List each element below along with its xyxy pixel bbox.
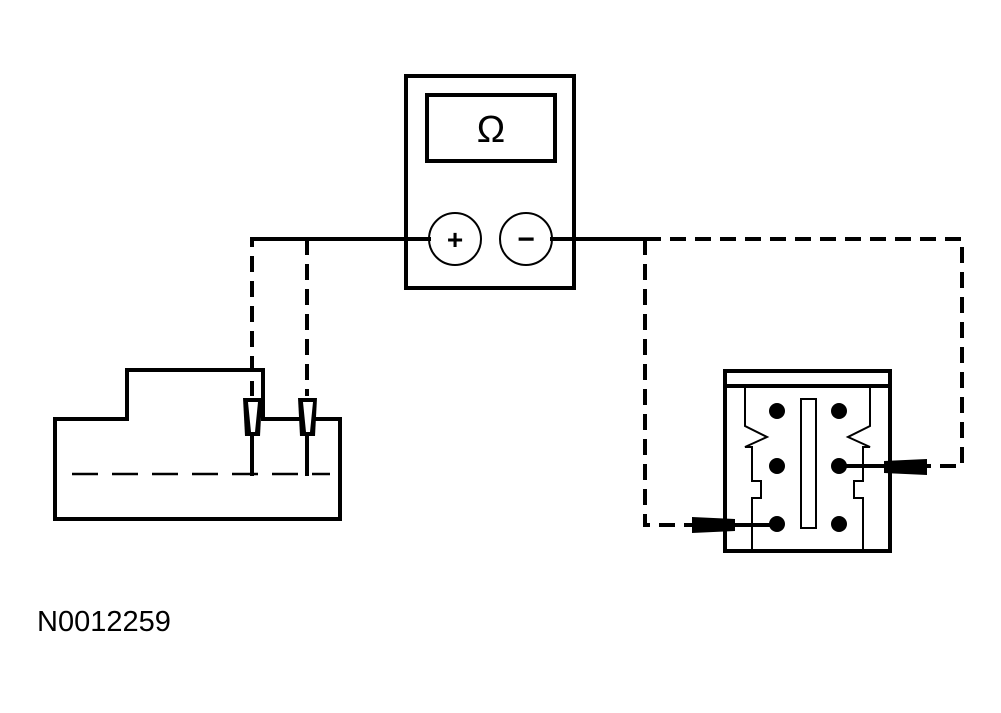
relay-pin bbox=[769, 458, 785, 474]
relay-connector bbox=[692, 369, 927, 553]
negative-terminal-label: − bbox=[517, 223, 535, 256]
relay-right-latch bbox=[845, 386, 871, 551]
dashed-wire-left-outer bbox=[250, 237, 260, 396]
ohmmeter: Ω + − bbox=[404, 74, 576, 290]
relay-pin bbox=[769, 403, 785, 419]
dashed-wires bbox=[250, 237, 964, 527]
probe-relay-lower bbox=[692, 517, 779, 533]
ohmmeter-display bbox=[425, 93, 557, 163]
figure-id-label: N0012259 bbox=[37, 606, 171, 638]
relay-center-divider bbox=[800, 398, 817, 529]
relay-pin bbox=[831, 516, 847, 532]
relay-pin bbox=[831, 403, 847, 419]
ohmmeter-body bbox=[404, 74, 576, 290]
dashed-wire-right-lower bbox=[643, 239, 695, 527]
tank-outline bbox=[53, 368, 342, 521]
tank-component bbox=[53, 368, 342, 521]
ohm-symbol: Ω bbox=[477, 109, 505, 151]
probe-relay-upper bbox=[837, 459, 927, 475]
probe-right bbox=[298, 398, 317, 476]
relay-left-latch bbox=[744, 386, 770, 551]
probe-left bbox=[243, 398, 262, 476]
dashed-wire-right-upper bbox=[645, 237, 964, 468]
positive-terminal-label: + bbox=[447, 224, 463, 255]
